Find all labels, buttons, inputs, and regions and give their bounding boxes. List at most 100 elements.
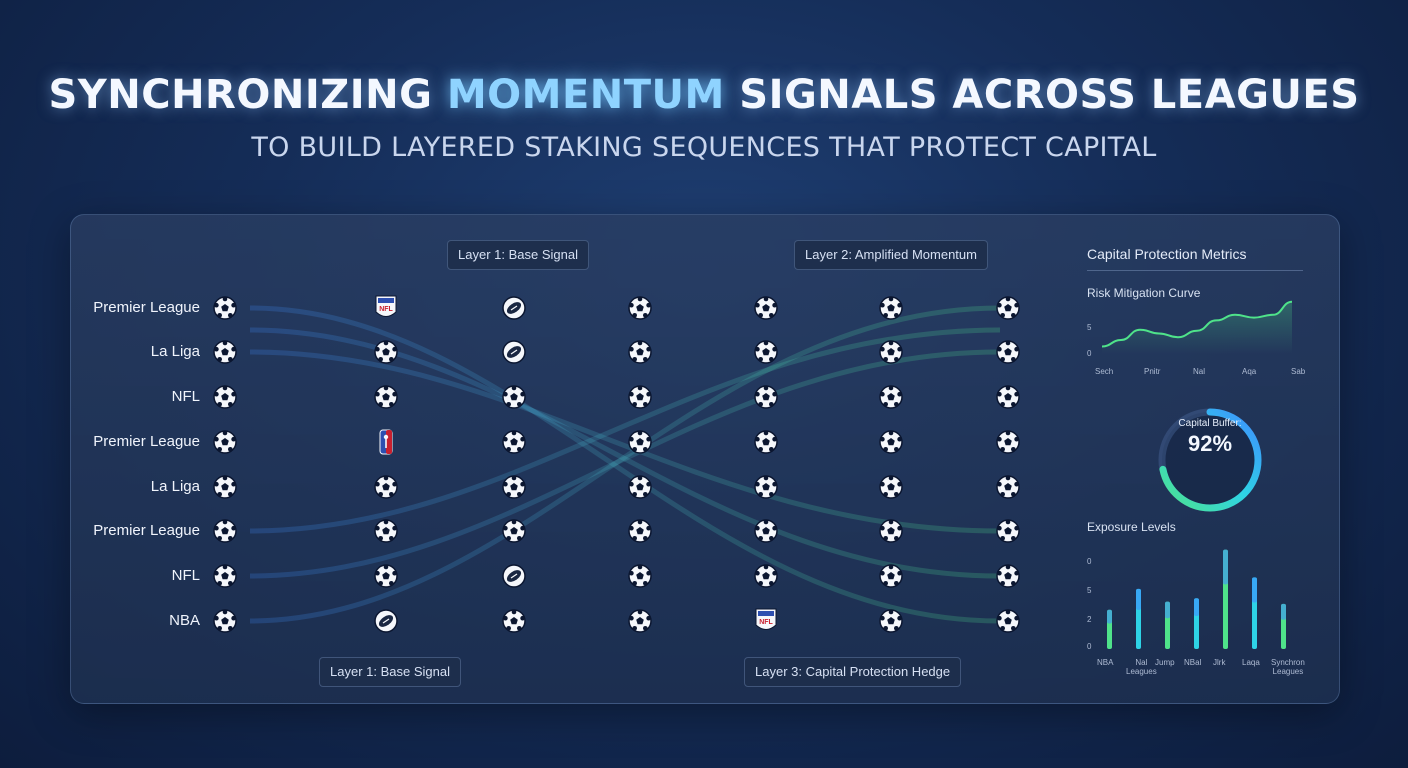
nfl-shield-icon: NFL — [755, 608, 777, 630]
soccer-ball-icon — [374, 340, 398, 364]
league-label: La Liga — [150, 478, 200, 495]
soccer-ball-icon — [213, 609, 237, 633]
exposure-x-tick: Nal Leagues — [1126, 658, 1157, 676]
signal-nodes: NFL NFL — [213, 295, 1020, 633]
soccer-ball-icon — [996, 519, 1020, 543]
buffer-label: Capital Buffer: — [1178, 418, 1242, 429]
title-part-2: SIGNALS ACROSS LEAGUES — [724, 72, 1360, 118]
nfl-shield-text: NFL — [379, 306, 393, 313]
soccer-ball-icon — [754, 296, 778, 320]
soccer-ball-icon — [996, 609, 1020, 633]
risk-curve-line — [1101, 300, 1293, 348]
risk-x-tick: Sech — [1095, 367, 1114, 376]
exposure-y-tick: 2 — [1087, 615, 1092, 624]
exposure-bar-cap — [1223, 549, 1228, 585]
soccer-ball-icon — [213, 475, 237, 499]
risk-y-tick: 5 — [1087, 323, 1092, 332]
soccer-ball-icon — [628, 340, 652, 364]
exposure-bar-cap — [1194, 598, 1199, 616]
exposure-x-tick: Laqa — [1242, 658, 1260, 667]
risk-curve-title: Risk Mitigation Curve — [1087, 286, 1201, 300]
exposure-bar-cap — [1281, 603, 1286, 620]
football-icon — [374, 609, 398, 633]
league-label: Premier League — [93, 522, 200, 539]
flow-curve — [249, 349, 1001, 579]
soccer-ball-icon — [879, 385, 903, 409]
soccer-ball-icon — [374, 385, 398, 409]
soccer-ball-icon — [628, 564, 652, 588]
soccer-ball-icon — [502, 519, 526, 543]
exposure-x-tick: Jlrk — [1213, 658, 1226, 667]
nba-logo-icon — [379, 429, 393, 455]
soccer-ball-icon — [502, 430, 526, 454]
soccer-ball-icon — [213, 296, 237, 320]
exposure-x-tick: NBal — [1184, 658, 1202, 667]
league-label: Premier League — [93, 299, 200, 316]
league-label: NFL — [171, 567, 200, 584]
soccer-ball-icon — [213, 340, 237, 364]
soccer-ball-icon — [628, 519, 652, 543]
league-label: Premier League — [93, 433, 200, 450]
risk-x-tick: Aqa — [1242, 367, 1257, 376]
soccer-ball-icon — [628, 296, 652, 320]
gauge-readout: Capital Buffer: 92% — [1145, 418, 1275, 457]
soccer-ball-icon — [879, 564, 903, 588]
soccer-ball-icon — [754, 475, 778, 499]
exposure-y-tick: 0 — [1087, 557, 1092, 566]
exposure-y-tick: 5 — [1087, 586, 1092, 595]
football-icon — [502, 340, 526, 364]
soccer-ball-icon — [754, 340, 778, 364]
soccer-ball-icon — [374, 475, 398, 499]
soccer-ball-icon — [996, 475, 1020, 499]
exposure-x-tick: Jump — [1155, 658, 1175, 667]
soccer-ball-icon — [996, 340, 1020, 364]
football-icon — [502, 564, 526, 588]
risk-x-tick: Pnitr — [1144, 367, 1161, 376]
buffer-value: 92% — [1187, 431, 1233, 456]
soccer-ball-icon — [502, 475, 526, 499]
soccer-ball-icon — [213, 430, 237, 454]
layer1-top-tag: Layer 1: Base Signal — [447, 240, 589, 270]
metrics-divider — [1087, 270, 1303, 271]
soccer-ball-icon — [879, 430, 903, 454]
league-label: La Liga — [150, 343, 200, 360]
risk-x-tick: Sab — [1291, 367, 1306, 376]
soccer-ball-icon — [754, 564, 778, 588]
exposure-bar-cap — [1107, 609, 1112, 624]
nfl-shield-icon: NFL — [375, 295, 397, 317]
exposure-x-tick: Synchron Leagues — [1271, 658, 1305, 676]
page-subtitle: TO BUILD LAYERED STAKING SEQUENCES THAT … — [251, 132, 1157, 163]
soccer-ball-icon — [879, 609, 903, 633]
layer2-tag: Layer 2: Amplified Momentum — [794, 240, 988, 270]
soccer-ball-icon — [996, 430, 1020, 454]
league-rows — [243, 306, 990, 623]
exposure-title: Exposure Levels — [1087, 520, 1176, 534]
soccer-ball-icon — [879, 296, 903, 320]
crossing-flow-curves — [249, 305, 1001, 624]
soccer-ball-icon — [628, 609, 652, 633]
flow-curve — [249, 327, 1001, 579]
soccer-ball-icon — [502, 385, 526, 409]
soccer-ball-icon — [754, 385, 778, 409]
risk-x-tick: Nal — [1193, 367, 1206, 376]
soccer-ball-icon — [754, 519, 778, 543]
soccer-ball-icon — [374, 564, 398, 588]
layer3-tag: Layer 3: Capital Protection Hedge — [744, 657, 962, 687]
exposure-bar-chart — [1107, 549, 1286, 649]
soccer-ball-icon — [213, 564, 237, 588]
soccer-ball-icon — [996, 564, 1020, 588]
soccer-ball-icon — [502, 609, 526, 633]
soccer-ball-icon — [374, 519, 398, 543]
risk-curve-area — [1102, 301, 1292, 354]
soccer-ball-icon — [628, 475, 652, 499]
soccer-ball-icon — [213, 385, 237, 409]
soccer-ball-icon — [628, 430, 652, 454]
exposure-bar-cap — [1252, 577, 1257, 603]
league-label: NBA — [169, 612, 200, 629]
soccer-ball-icon — [879, 475, 903, 499]
title-part-1: SYNCHRONIZING — [48, 72, 447, 118]
capital-metrics-panel: Capital Protection Metrics Risk Mitigati… — [1075, 230, 1325, 690]
exposure-bar-cap — [1136, 588, 1141, 610]
nfl-shield-text: NFL — [759, 619, 773, 626]
